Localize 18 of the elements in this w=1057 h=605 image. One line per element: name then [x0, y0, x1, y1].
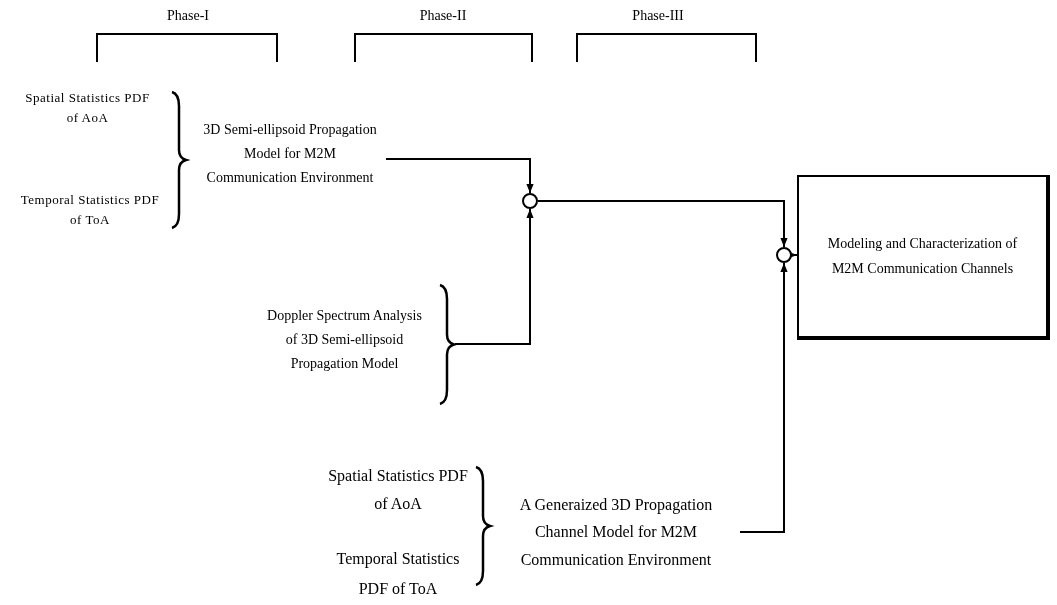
box-title: Modeling and Characterization of M2M Communication Channels	[827, 235, 1018, 278]
arrow	[739, 262, 788, 533]
junction-circle	[522, 193, 538, 209]
input-label: Spatial Statistics PDF of AoA	[24, 89, 151, 127]
arrow	[385, 158, 534, 194]
stage-text: Doppler Spectrum Analysis of 3D Semi-ellipsoid Propagation Model	[266, 306, 423, 374]
junction-circle	[776, 247, 792, 263]
input-label: Temporal Statistics PDF of ToA	[335, 549, 461, 599]
stage-text: 3D Semi-ellipsoid Propagation Model for M2M Communication Environment	[202, 120, 378, 188]
arrow	[537, 200, 788, 248]
arrow	[454, 208, 534, 345]
phase-label: Phase-I	[166, 7, 210, 25]
phase-label: Phase-II	[418, 7, 468, 25]
output-box	[797, 175, 1050, 340]
stage-text: A Generaized 3D Propagation Channel Model for M2M Communication Environment	[518, 494, 714, 570]
phase-label: Phase-III	[631, 7, 685, 25]
input-label: Temporal Statistics PDF of ToA	[20, 191, 160, 229]
input-label: Spatial Statistics PDF of AoA	[328, 466, 468, 514]
